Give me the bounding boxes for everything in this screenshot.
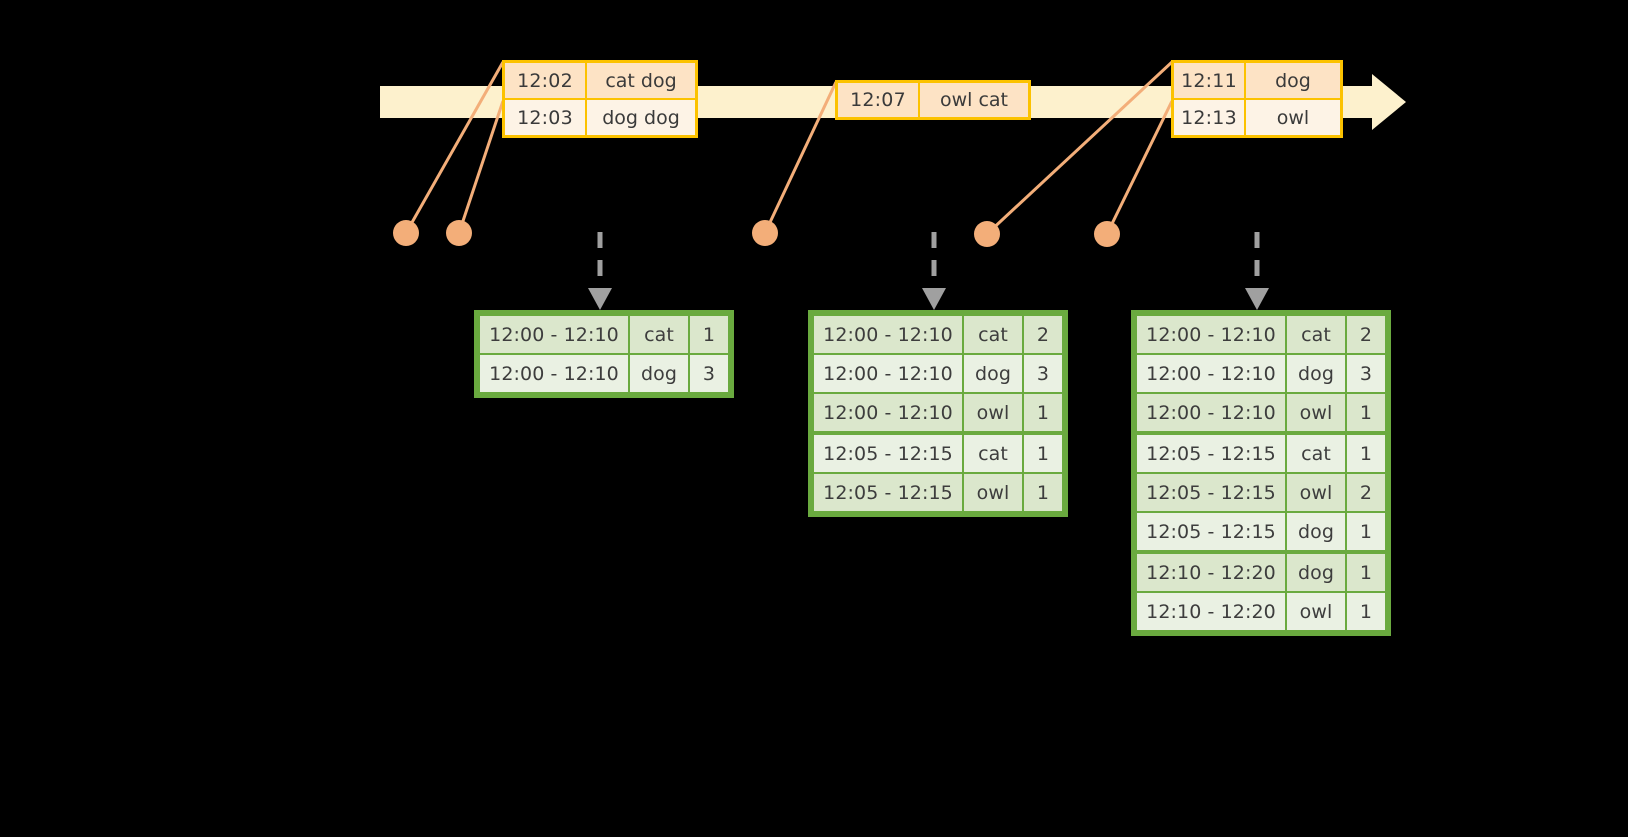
cell-count: 1 [1024,435,1062,472]
timeline-event-row[interactable]: 12:13 owl [1174,98,1340,135]
cell-key: dog [1287,355,1345,392]
result-table-2[interactable]: 12:00 - 12:10 cat 2 12:00 - 12:10 dog 3 … [808,310,1068,517]
cell-count: 1 [1347,554,1385,591]
cell-key: owl [964,474,1022,511]
cell-window: 12:00 - 12:10 [1137,316,1285,353]
cell-count: 3 [690,355,728,392]
cell-key: dog [630,355,688,392]
cell-window: 12:05 - 12:15 [1137,474,1285,511]
cell-key: owl [1287,593,1345,630]
cell-count: 1 [1347,435,1385,472]
cell-window: 12:00 - 12:10 [814,355,962,392]
event-value: dog [1246,63,1340,98]
cell-window: 12:05 - 12:15 [1137,513,1285,550]
table-row: 12:00 - 12:10 cat 2 [814,316,1062,353]
event-dot-12-07[interactable] [752,220,778,246]
cell-key: cat [964,316,1022,353]
event-value: owl cat [920,83,1028,117]
event-time: 12:13 [1174,100,1246,135]
cell-key: cat [630,316,688,353]
cell-key: owl [1287,394,1345,431]
table-row: 12:05 - 12:15 dog 1 [1137,513,1385,550]
cell-key: dog [1287,513,1345,550]
cell-count: 2 [1024,316,1062,353]
cell-window: 12:10 - 12:20 [1137,593,1285,630]
timeline-arrowhead-icon [1372,74,1406,130]
timeline-event-group-1[interactable]: 12:02 cat dog 12:03 dog dog [502,60,698,138]
cell-window: 12:00 - 12:10 [814,394,962,431]
timeline-event-group-2[interactable]: 12:07 owl cat [835,80,1031,120]
table-row: 12:05 - 12:15 cat 1 [1137,435,1385,472]
cell-count: 1 [1347,593,1385,630]
cell-count: 2 [1347,316,1385,353]
table-row: 12:10 - 12:20 dog 1 [1137,554,1385,591]
event-time: 12:02 [505,63,587,98]
timeline-event-row[interactable]: 12:03 dog dog [505,98,695,135]
table-row: 12:10 - 12:20 owl 1 [1137,593,1385,630]
event-dot-12-13[interactable] [1094,221,1120,247]
table-row: 12:00 - 12:10 cat 1 [480,316,728,353]
cell-key: cat [964,435,1022,472]
event-time: 12:03 [505,100,587,135]
timeline-event-group-3[interactable]: 12:11 dog 12:13 owl [1171,60,1343,138]
event-time: 12:07 [838,83,920,117]
table-row: 12:00 - 12:10 cat 2 [1137,316,1385,353]
table-row: 12:00 - 12:10 owl 1 [814,394,1062,431]
cell-window: 12:00 - 12:10 [1137,394,1285,431]
cell-key: cat [1287,435,1345,472]
cell-key: owl [964,394,1022,431]
cell-window: 12:00 - 12:10 [1137,355,1285,392]
cell-window: 12:05 - 12:15 [814,474,962,511]
result-table-1[interactable]: 12:00 - 12:10 cat 1 12:00 - 12:10 dog 3 [474,310,734,398]
cell-count: 1 [1024,394,1062,431]
event-value: cat dog [587,63,695,98]
cell-window: 12:00 - 12:10 [480,355,628,392]
cell-window: 12:05 - 12:15 [1137,435,1285,472]
timeline-event-row[interactable]: 12:11 dog [1174,63,1340,98]
dashed-arrow-to-table-1 [588,232,612,310]
table-row: 12:05 - 12:15 owl 1 [814,474,1062,511]
cell-key: cat [1287,316,1345,353]
event-time: 12:11 [1174,63,1246,98]
cell-key: dog [964,355,1022,392]
event-dot-12-02[interactable] [393,220,419,246]
event-value: dog dog [587,100,695,135]
table-row: 12:05 - 12:15 cat 1 [814,435,1062,472]
dashed-arrow-to-table-3 [1245,232,1269,310]
cell-window: 12:00 - 12:10 [480,316,628,353]
cell-count: 1 [1347,394,1385,431]
table-row: 12:00 - 12:10 dog 3 [480,355,728,392]
cell-key: dog [1287,554,1345,591]
event-dot-12-03[interactable] [446,220,472,246]
cell-window: 12:05 - 12:15 [814,435,962,472]
cell-key: owl [1287,474,1345,511]
cell-count: 3 [1347,355,1385,392]
table-row: 12:00 - 12:10 owl 1 [1137,394,1385,431]
table-row: 12:00 - 12:10 dog 3 [814,355,1062,392]
cell-count: 1 [690,316,728,353]
cell-count: 1 [1347,513,1385,550]
event-dot-12-11[interactable] [974,221,1000,247]
result-table-3[interactable]: 12:00 - 12:10 cat 2 12:00 - 12:10 dog 3 … [1131,310,1391,636]
dashed-arrow-to-table-2 [922,232,946,310]
table-row: 12:00 - 12:10 dog 3 [1137,355,1385,392]
timeline-event-row[interactable]: 12:07 owl cat [838,83,1028,117]
cell-window: 12:00 - 12:10 [814,316,962,353]
cell-count: 1 [1024,474,1062,511]
cell-count: 2 [1347,474,1385,511]
event-value: owl [1246,100,1340,135]
cell-count: 3 [1024,355,1062,392]
timeline-event-row[interactable]: 12:02 cat dog [505,63,695,98]
cell-window: 12:10 - 12:20 [1137,554,1285,591]
table-row: 12:05 - 12:15 owl 2 [1137,474,1385,511]
